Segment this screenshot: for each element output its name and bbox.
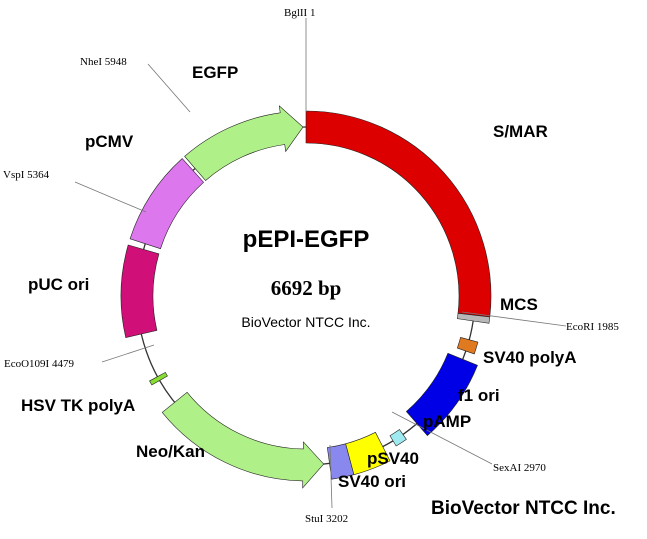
label-f1-ori: f1 ori bbox=[458, 386, 500, 405]
label-sv40-ori: SV40 ori bbox=[338, 472, 406, 491]
site-nhei-leader bbox=[147, 63, 191, 113]
company-watermark: BioVector NTCC Inc. bbox=[431, 498, 616, 519]
site-ecoo109i-leader bbox=[101, 344, 155, 363]
site-bglii-label: BglII 1 bbox=[284, 7, 315, 19]
feature-neo-kan-arrow bbox=[161, 391, 325, 489]
site-vspi-label: VspI 5364 bbox=[3, 169, 50, 181]
label-psv40: pSV40 bbox=[367, 449, 419, 468]
site-stui-leader bbox=[329, 444, 333, 509]
label-hsv-tk-polya: HSV TK polyA bbox=[21, 396, 135, 415]
feature-pamp-arc bbox=[389, 429, 407, 447]
site-vspi-leader bbox=[74, 181, 147, 213]
feature-egfp-arrow bbox=[184, 105, 304, 181]
label-pcmv: pCMV bbox=[85, 132, 134, 151]
site-ecoo109i-label: EcoO109I 4479 bbox=[4, 358, 74, 370]
site-nhei-label: NheI 5948 bbox=[80, 56, 127, 68]
feature-sv40-polya-arc bbox=[456, 337, 479, 355]
site-ecori-label: EcoRI 1985 bbox=[566, 321, 619, 333]
feature-hsv-tk-polya-arc bbox=[149, 371, 168, 386]
label-smar: S/MAR bbox=[493, 122, 548, 141]
plasmid-size: 6692 bp bbox=[271, 276, 342, 300]
site-sexai-leader bbox=[391, 411, 493, 465]
feature-pcmv-arc bbox=[129, 158, 205, 250]
site-sexai-label: SexAI 2970 bbox=[493, 462, 546, 474]
site-stui-label: StuI 3202 bbox=[305, 513, 348, 525]
label-mcs: MCS bbox=[500, 295, 538, 314]
label-neo-kan: Neo/Kan bbox=[136, 442, 205, 461]
label-sv40-polya: SV40 polyA bbox=[483, 348, 577, 367]
plasmid-name: pEPI-EGFP bbox=[243, 226, 370, 253]
site-ecori-leader bbox=[461, 311, 567, 327]
feature-f1-ori-arc bbox=[405, 352, 478, 437]
feature-sv40-ori-arc bbox=[326, 443, 355, 480]
label-egfp: EGFP bbox=[192, 63, 238, 82]
company-caption: BioVector NTCC Inc. bbox=[241, 314, 370, 330]
label-pamp: pAMP bbox=[423, 412, 471, 431]
label-puc-ori: pUC ori bbox=[28, 275, 89, 294]
feature-mcs-arc bbox=[456, 312, 491, 324]
feature-puc-ori-arc bbox=[120, 244, 160, 338]
